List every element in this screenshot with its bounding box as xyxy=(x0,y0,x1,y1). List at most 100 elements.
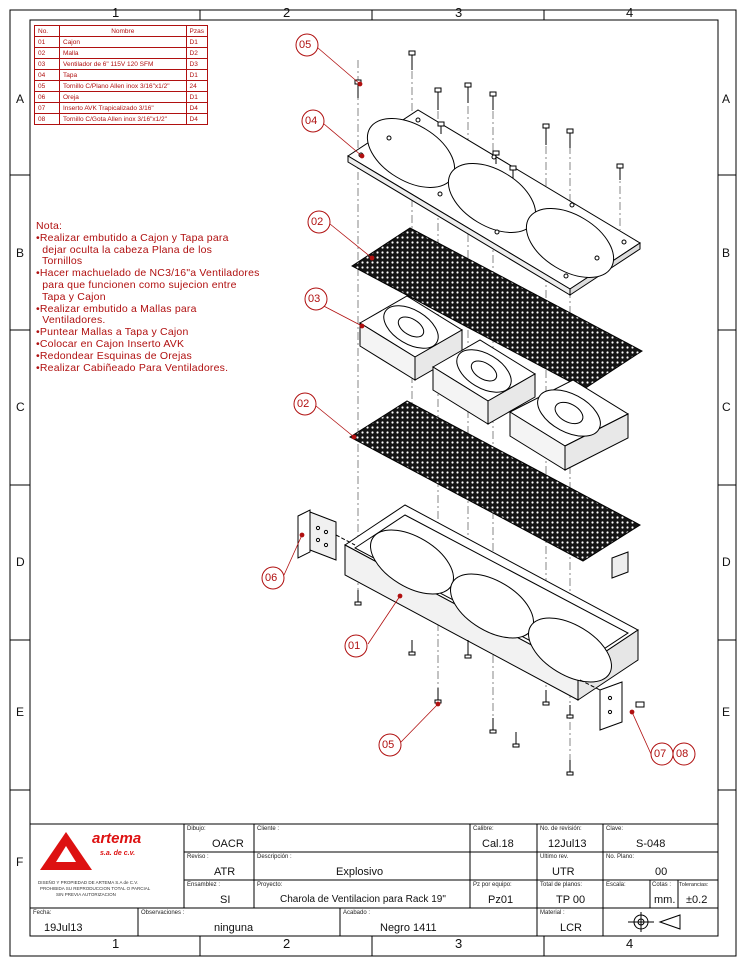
grid-row-e-left: E xyxy=(16,705,25,719)
value-proyecto: Charola de Ventilacion para Rack 19" xyxy=(280,894,446,905)
balloon-label: 05 xyxy=(382,739,395,751)
label-calibre: Calibre: xyxy=(473,826,494,832)
value-cotas: mm. xyxy=(654,894,676,906)
part-qty: D1 xyxy=(185,91,209,103)
part-qty: 24 xyxy=(185,80,209,92)
label-clave: Clave: xyxy=(606,826,624,832)
part-no: 08 xyxy=(34,113,60,125)
value-acabado: Negro 1411 xyxy=(380,922,437,934)
parts-header-row: No. Nombre Pzas xyxy=(34,25,209,37)
note-line: Tornillos xyxy=(36,255,83,268)
label-no-plano: No. Plano: xyxy=(606,854,635,860)
grid-row-e-right: E xyxy=(722,705,731,719)
value-fecha: 19Jul13 xyxy=(44,922,83,934)
projection-symbol xyxy=(628,912,681,932)
part-qty: D4 xyxy=(185,102,209,114)
grid-row-a-left: A xyxy=(16,92,25,106)
logo-text: artema xyxy=(92,830,142,847)
label-pz-por-equipo: Pz por equipo: xyxy=(473,882,512,888)
part-no: 05 xyxy=(34,80,60,92)
note-line: •Hacer machuelado de NC3/16"a Ventilador… xyxy=(36,267,260,280)
part-no: 03 xyxy=(34,58,60,70)
cover-plate xyxy=(347,109,641,296)
part-qty: D4 xyxy=(185,113,209,125)
parts-header-qty: Pzas xyxy=(185,25,209,37)
tray-box xyxy=(344,504,639,701)
grid-col-3-top: 3 xyxy=(455,5,463,20)
value-no-plano: 00 xyxy=(655,866,668,878)
value-clave: S-048 xyxy=(636,838,666,850)
part-qty: D2 xyxy=(185,47,209,59)
balloon-label: 07 xyxy=(654,748,667,760)
fans xyxy=(359,295,630,471)
note-line: Ventiladores. xyxy=(36,314,106,327)
grid-ticks xyxy=(10,10,736,956)
part-qty: D1 xyxy=(185,36,209,48)
part-qty: D3 xyxy=(185,58,209,70)
grid-row-c-left: C xyxy=(16,400,25,414)
value-reviso: ATR xyxy=(214,866,236,878)
balloon-label: 02 xyxy=(311,216,324,228)
part-no: 06 xyxy=(34,91,60,103)
note-line: •Colocar en Cajon Inserto AVK xyxy=(36,337,185,350)
note-line: •Redondear Esquinas de Orejas xyxy=(36,349,192,362)
bottom-screws xyxy=(354,590,574,776)
upper-mesh xyxy=(351,227,643,390)
value-no-revision: 12Jul13 xyxy=(548,838,587,850)
grid-col-4-bottom: 4 xyxy=(626,936,634,951)
note-line: •Realizar embutido a Mallas para xyxy=(36,302,197,315)
value-ultimo-rev: UTR xyxy=(552,866,575,878)
balloon-label: 06 xyxy=(265,572,278,584)
part-name: Tapa xyxy=(59,69,187,81)
outer-border xyxy=(9,9,737,957)
label-observaciones: Observaciones : xyxy=(141,910,185,916)
grid-row-a-right: A xyxy=(722,92,731,106)
label-cotas: Cotas : xyxy=(652,882,672,888)
parts-header-name: Nombre xyxy=(59,25,187,37)
balloon-label: 03 xyxy=(308,293,321,305)
grid-row-b-left: B xyxy=(16,246,25,260)
grid-row-b-right: B xyxy=(722,246,731,260)
part-name: Oreja xyxy=(59,91,187,103)
top-screws xyxy=(354,50,624,180)
balloon-label: 04 xyxy=(305,115,318,127)
note-line: •Realizar Cabiñeado Para Ventiladores. xyxy=(36,361,229,374)
note-line: Tapa y Cajon xyxy=(36,290,106,303)
note-line: •Puntear Mallas a Tapa y Cajon xyxy=(36,326,189,339)
note-line: dejar oculta la cabeza Plana de los xyxy=(36,243,213,256)
notes-block: Nota: •Realizar embutido a Cajon y Tapa … xyxy=(36,220,260,374)
grid-col-1-top: 1 xyxy=(112,5,120,20)
value-calibre: Cal.18 xyxy=(482,838,514,850)
part-no: 07 xyxy=(34,102,60,114)
note-line: •Realizar embutido a Cajon y Tapa para xyxy=(36,231,229,244)
copyright-line: PROHIBIDA SU REPRODUCCION TOTAL O PARCIA… xyxy=(40,886,151,891)
label-cliente: Cliente : xyxy=(257,826,280,832)
label-fecha: Fecha: xyxy=(33,910,52,916)
value-material: LCR xyxy=(560,922,583,934)
copyright-line: SIN PREVIA AUTORIZACION xyxy=(56,892,116,897)
parts-header-no: No. xyxy=(34,25,60,37)
balloon-label: 02 xyxy=(297,398,310,410)
part-name: Cajon xyxy=(59,36,187,48)
balloon-label: 08 xyxy=(676,748,689,760)
lower-mesh xyxy=(349,400,641,562)
title-block-grid xyxy=(29,823,719,937)
ear-right xyxy=(579,551,645,731)
label-ensamblez: Ensamblez : xyxy=(187,882,221,888)
label-proyecto: Proyecto: xyxy=(257,882,283,888)
value-pz-por-equipo: Pz01 xyxy=(488,894,514,906)
value-tolerancias: ±0.2 xyxy=(686,894,708,906)
value-total-planos: TP 00 xyxy=(556,894,586,906)
balloon-label: 01 xyxy=(348,640,361,652)
grid-col-2-top: 2 xyxy=(283,5,291,20)
part-qty: D1 xyxy=(185,69,209,81)
grid-col-3-bottom: 3 xyxy=(455,936,463,951)
logo-subtext: s.a. de c.v. xyxy=(100,850,136,857)
